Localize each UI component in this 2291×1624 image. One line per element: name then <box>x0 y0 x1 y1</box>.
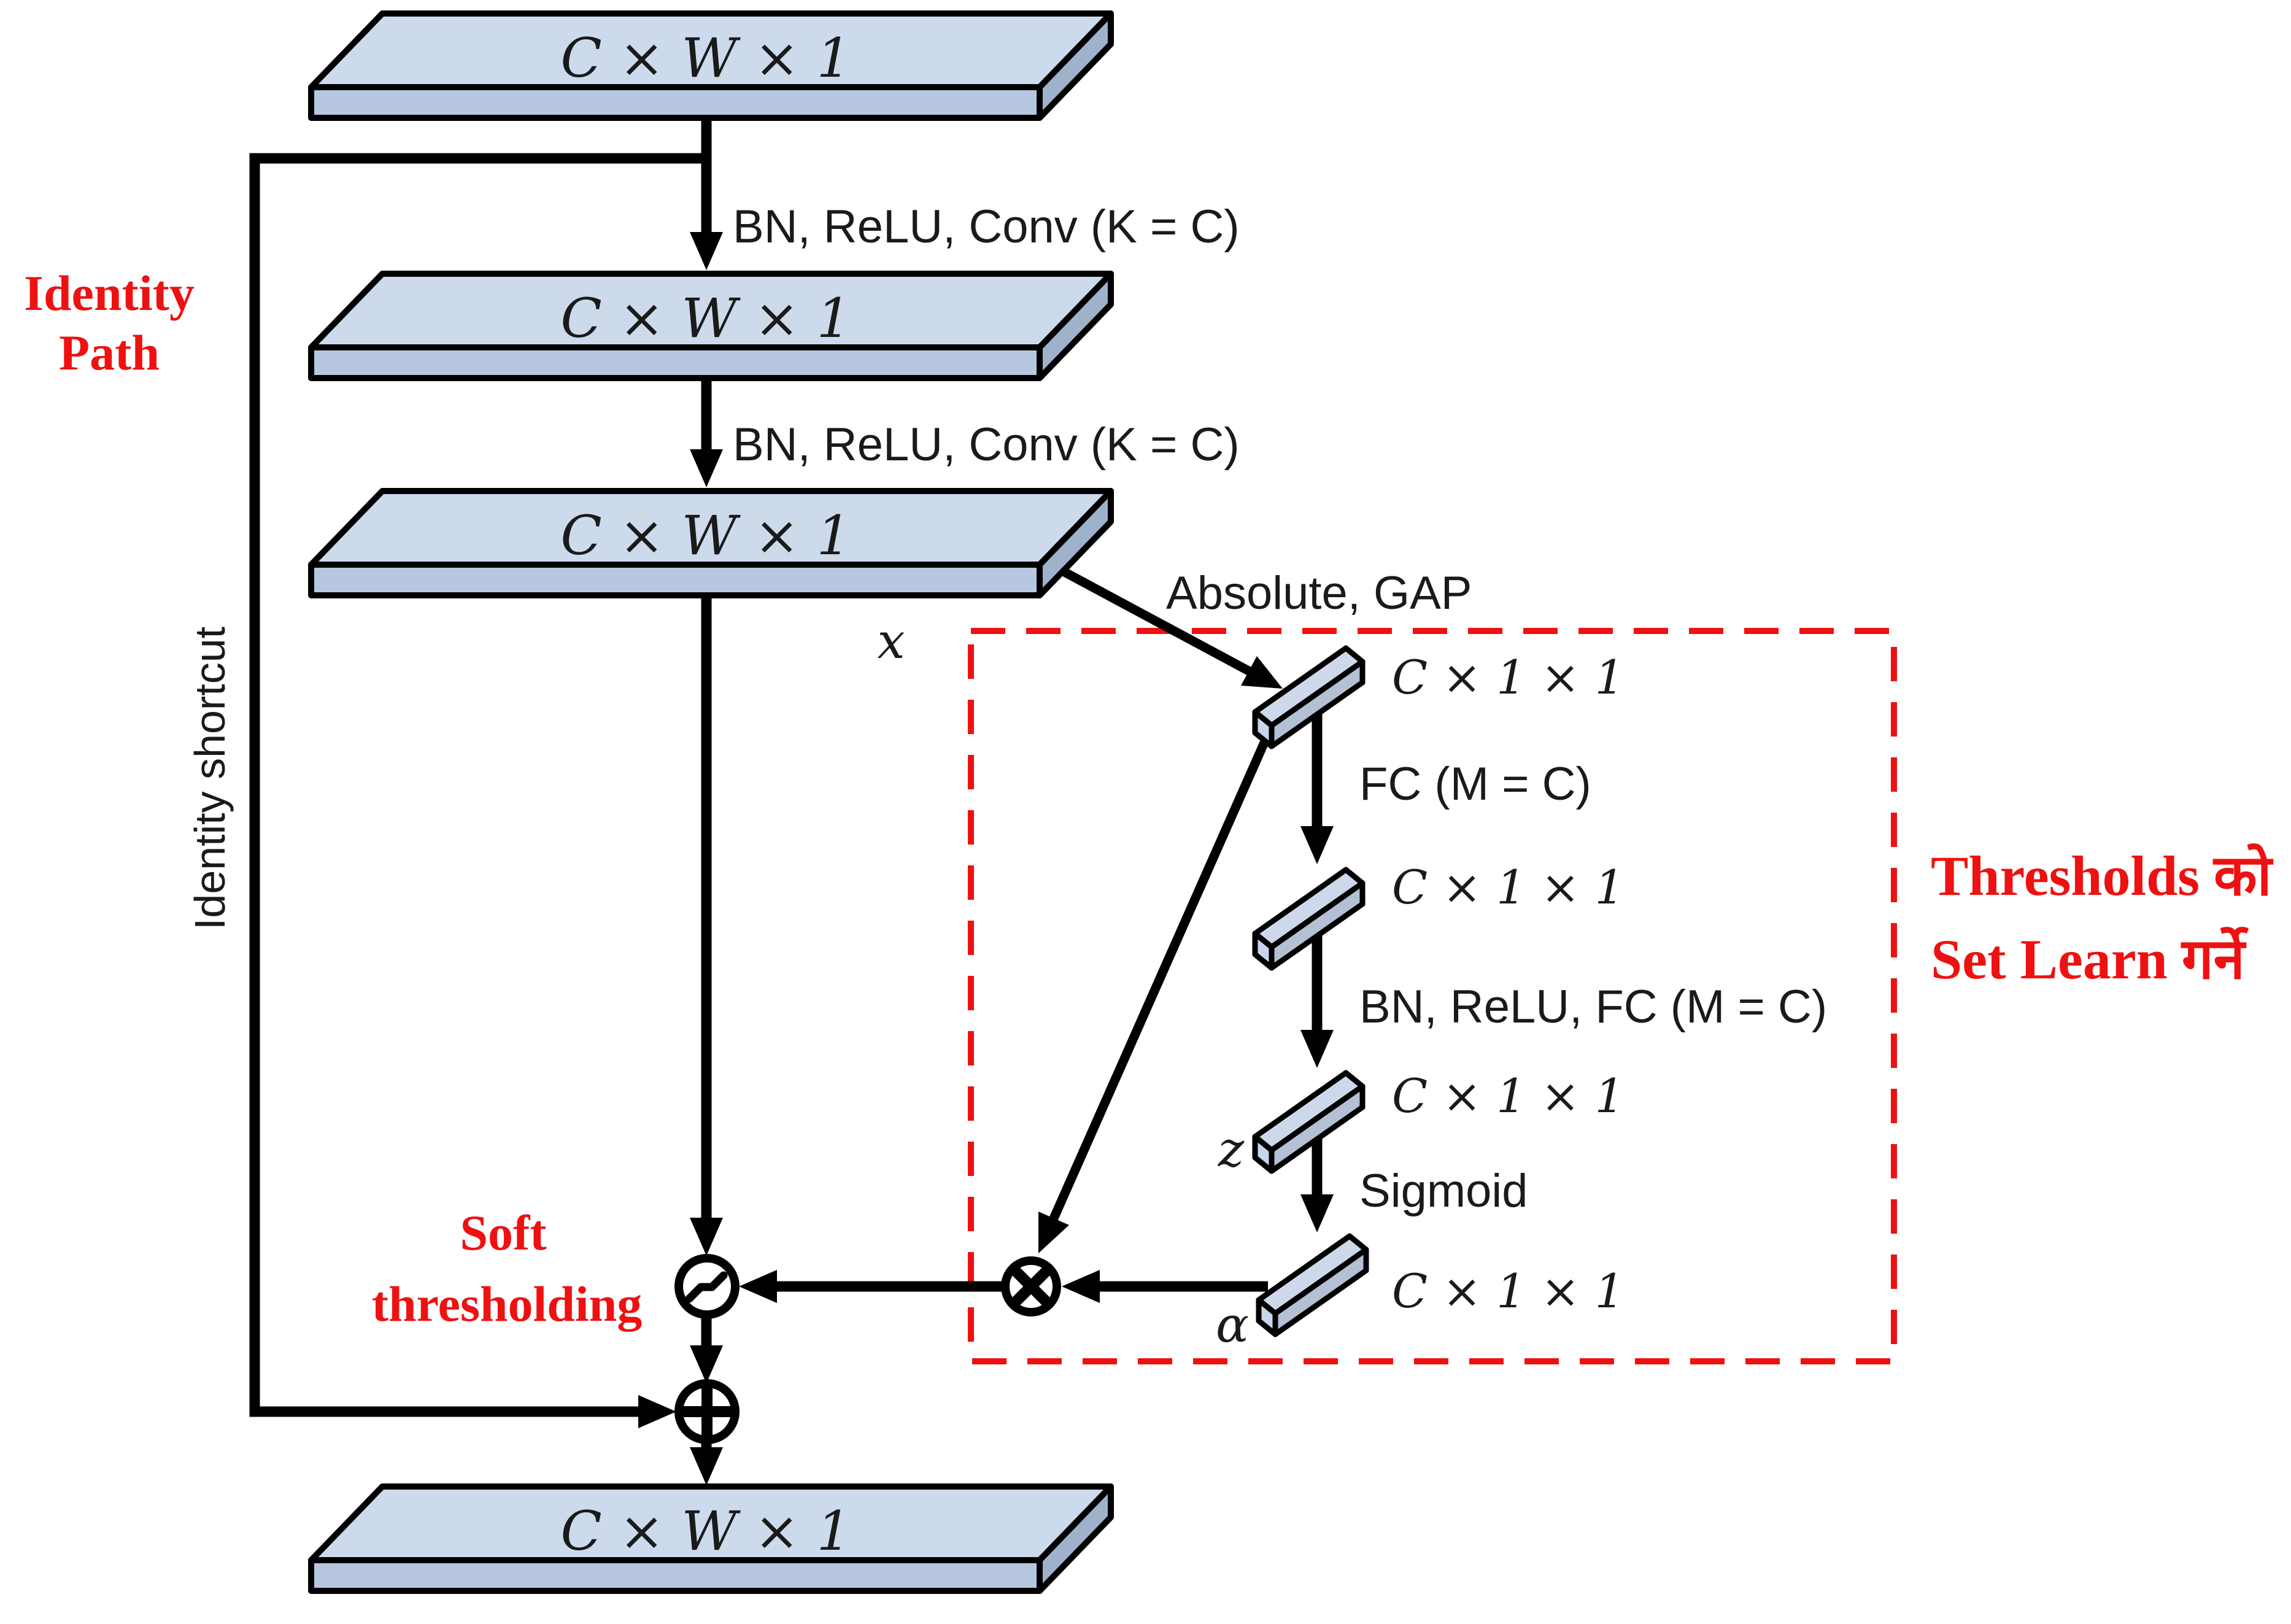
identity-shortcut-label: Identity shortcut <box>186 627 234 930</box>
conv1-tensor-label: C × W × 1 <box>560 287 851 350</box>
fc1-vector-label: C × 1 × 1 <box>1392 860 1625 914</box>
identity-shortcut-path <box>249 153 706 1428</box>
vector-bar-alpha <box>1256 1233 1369 1337</box>
vector-bar-fc1-output <box>1252 867 1366 971</box>
soft-thresholding-line2: thresholding <box>372 1276 643 1332</box>
fc2-op-label: BN, ReLU, FC (M = C) <box>1359 981 1827 1033</box>
thresholds-note-annotation: Thresholds को Set Learn गर्ने <box>1931 843 2274 991</box>
conv2-op-label: BN, ReLU, Conv (K = C) <box>733 419 1240 471</box>
arrowhead-alpha-into-multiply <box>1062 1270 1100 1303</box>
attention-branch-arrows <box>739 565 1334 1303</box>
arrowhead-fc1 <box>1300 826 1334 864</box>
soft-threshold-node-icon <box>674 1254 740 1319</box>
arrowhead-fc2 <box>1300 1030 1334 1068</box>
thresholds-note-line2: Set Learn गर्ने <box>1931 927 2249 991</box>
arrowhead-absolute-gap <box>1241 656 1283 689</box>
identity-path-line1: Identity <box>24 265 195 321</box>
identity-path-annotation: Identity Path <box>24 265 195 381</box>
identity-path-line2: Path <box>59 325 160 381</box>
threshold-module-dashed-border <box>968 628 1897 1364</box>
main-flow-arrows <box>690 118 723 1485</box>
arrowhead-into-add-node <box>638 1395 676 1428</box>
alpha-variable-label: α <box>1216 1296 1249 1353</box>
tensor-slab-output: C × W × 1 <box>308 1483 1114 1594</box>
arrowhead-into-soft-threshold <box>690 1218 723 1256</box>
tensor-slab-input: C × W × 1 <box>308 10 1114 121</box>
arrowhead-conv1 <box>690 232 723 270</box>
vector-bar-z <box>1252 1070 1366 1174</box>
conv1-op-label: BN, ReLU, Conv (K = C) <box>733 201 1240 253</box>
input-tensor-label: C × W × 1 <box>560 26 851 90</box>
arrowhead-multiply-to-soft <box>739 1270 777 1303</box>
fc1-op-label: FC (M = C) <box>1359 758 1591 810</box>
gap-vector-label: C × 1 × 1 <box>1392 650 1625 705</box>
arrowhead-conv2 <box>690 449 723 487</box>
sigmoid-op-label: Sigmoid <box>1359 1165 1528 1217</box>
fc2-vector-label: C × 1 × 1 <box>1392 1069 1625 1123</box>
tensor-slab-after-conv2: C × W × 1 <box>308 488 1114 598</box>
output-tensor-label: C × W × 1 <box>560 1499 851 1563</box>
vector-bar-gap-output <box>1252 645 1366 749</box>
x-variable-label: x <box>877 613 905 670</box>
multiply-node-icon <box>1001 1256 1061 1317</box>
arrowhead-sigmoid <box>1300 1194 1334 1232</box>
arrowhead-add-to-output <box>690 1447 723 1485</box>
soft-thresholding-line1: Soft <box>460 1205 546 1261</box>
absolute-gap-op-label: Absolute, GAP <box>1166 567 1472 619</box>
thresholds-note-line1: Thresholds को <box>1931 843 2274 907</box>
arrowhead-soft-to-add <box>690 1345 723 1383</box>
scales-vector-label: C × 1 × 1 <box>1392 1264 1625 1318</box>
conv2-tensor-label: C × W × 1 <box>560 504 851 567</box>
arrowhead-x-into-multiply <box>1038 1212 1069 1253</box>
add-node-icon <box>674 1379 740 1444</box>
tensor-slab-after-conv1: C × W × 1 <box>308 271 1114 381</box>
z-variable-label: z <box>1218 1121 1245 1178</box>
soft-thresholding-annotation: Soft thresholding <box>372 1205 643 1332</box>
